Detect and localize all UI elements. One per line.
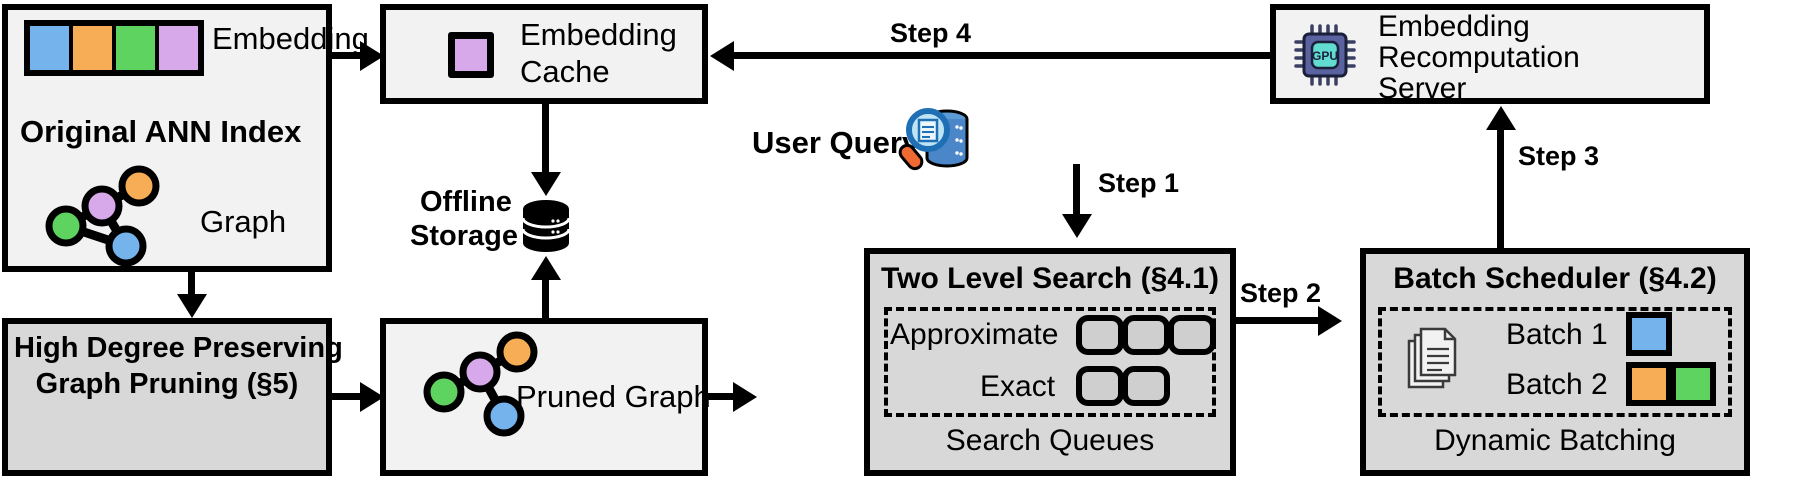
arrow-step1-head [1062,214,1092,238]
arrow-pruning-to-pruned-graph-line [332,393,368,400]
batch-2-label: Batch 2 [1506,368,1608,401]
database-icon [521,200,571,252]
gpu-chip-icon: GPU [1294,24,1356,86]
embedding-cache-label-line1: Embedding [520,17,677,52]
pruned-graph-node-purple [459,351,501,393]
arrow-cache-to-storage-line [542,104,549,174]
recomputation-server-line3: Server [1378,72,1467,105]
dynamic-batching-footer: Dynamic Batching [1434,424,1676,457]
arrow-index-to-cache-line [332,52,368,59]
original-ann-index-title: Original ANN Index [20,114,302,149]
graph-node-orange [118,165,160,207]
step4-label: Step 4 [890,18,972,48]
pruned-graph-node-blue [483,395,525,437]
approximate-slot-3 [1168,315,1216,355]
batch-2-swatch-orange [1626,362,1672,406]
user-query-label: User Query [752,125,920,160]
arrow-step4-head [710,41,734,71]
arrow-step2-line [1236,317,1336,324]
embedding-cache-label-line2: Cache [520,54,610,89]
pruned-graph-node-green [423,371,465,413]
graph-node-blue [105,225,147,267]
query-search-database-icon [898,108,969,171]
pruned-graph-illustration [423,331,538,437]
arrow-index-to-pruning-head [177,294,207,318]
graph-pruning-box [2,318,332,476]
approximate-slot-2 [1122,315,1170,355]
embedding-swatch-blue [30,26,73,70]
documents-icon [1407,327,1457,389]
original-graph-illustration [45,165,160,267]
arrow-pruned-graph-to-search-head [733,382,757,412]
embedding-cache-box [380,4,708,104]
arrow-step3-head [1486,106,1516,130]
search-queues-footer: Search Queues [945,424,1155,457]
recomputation-server-line1: Embedding [1378,10,1530,43]
arrow-pruned-graph-to-storage-head [531,256,561,280]
embedding-swatch-orange [73,26,116,70]
offline-storage-label-line2: Storage [410,220,518,252]
step2-label: Step 2 [1240,278,1322,308]
two-level-search-box [864,248,1236,476]
pruned-graph-box [380,318,708,476]
graph-node-green [45,205,87,247]
arrow-cache-to-storage-head [531,172,561,196]
batch-1-label: Batch 1 [1506,318,1608,351]
graph-node-purple [81,185,123,227]
embedding-swatch-green [116,26,159,70]
exact-slot-1 [1076,366,1124,406]
step3-label: Step 3 [1518,141,1600,171]
exact-slot-2 [1122,366,1170,406]
search-queue-row-label-approximate: Approximate [890,318,1059,351]
graph-pruning-title-line1: High Degree Preserving [14,332,343,364]
dynamic-batching-panel [1378,307,1732,417]
offline-storage-label-line1: Offline [420,186,512,218]
search-queues-panel [884,307,1216,417]
batch-1-swatch-blue [1626,312,1672,356]
arrow-pruned-graph-to-storage-line [542,278,549,324]
search-queue-row-label-exact: Exact [980,370,1056,403]
pruned-graph-node-orange [496,331,538,373]
arrow-step4-line [732,52,1272,59]
batch-2-swatch-green [1670,362,1716,406]
arrow-pruned-graph-to-search-line [708,393,740,400]
arrow-step3-line [1497,128,1504,248]
graph-pruning-title-line2: Graph Pruning (§5) [35,368,299,400]
embedding-cache-swatch [448,32,494,78]
gpu-chip-icon-text: GPU [1312,49,1338,63]
arrow-step1-line [1073,164,1080,218]
graph-label: Graph [200,204,287,239]
embedding-swatch-strip [24,20,204,76]
arrow-step2-head [1318,306,1342,336]
embedding-swatch-purple [159,26,198,70]
arrow-index-to-pruning-line [188,272,195,298]
approximate-slot-1 [1076,315,1124,355]
embedding-label: Embedding [212,21,369,56]
pruned-graph-label: Pruned Graph [516,379,711,414]
two-level-search-title: Two Level Search (§4.1) [881,262,1219,295]
step1-label: Step 1 [1098,168,1180,198]
batch-scheduler-title: Batch Scheduler (§4.2) [1393,262,1717,295]
recomputation-server-line2: Recomputation [1378,41,1580,74]
